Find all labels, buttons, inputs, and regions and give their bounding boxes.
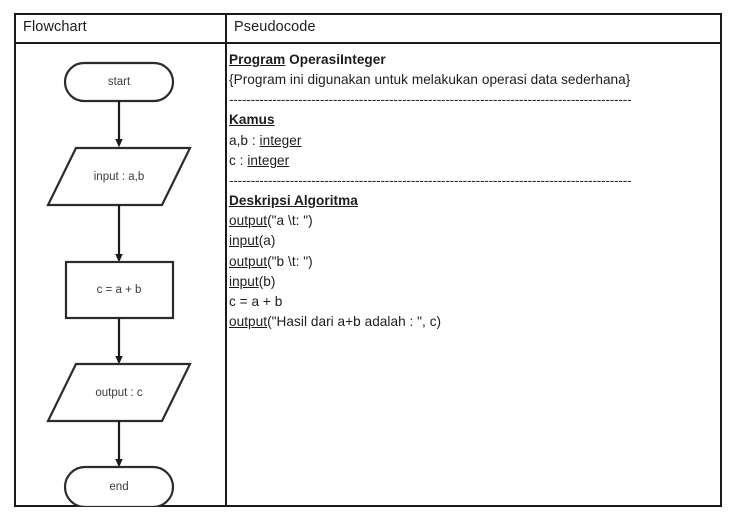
kamus-line-c-type: integer (247, 152, 290, 168)
column-header-flowchart: Flowchart (23, 19, 87, 35)
deskripsi-line-2-rest: (a) (258, 233, 276, 249)
kamus-line-c-names: c : (229, 152, 248, 168)
node-output-shape (46, 362, 192, 423)
deskripsi-line-1-keyword: output (229, 213, 268, 229)
kamus-line-ab: a,b : integer (229, 131, 709, 151)
program-name: OperasiInteger (289, 52, 386, 67)
node-input-shape (46, 146, 192, 207)
deskripsi-line-1: output("a \t: ") (229, 211, 709, 231)
column-divider (225, 15, 227, 505)
kamus-line-ab-names: a,b : (229, 132, 260, 148)
deskripsi-heading: Deskripsi Algoritma (229, 193, 358, 209)
node-start-label: start (107, 76, 131, 88)
deskripsi-line-3-rest: ("b \t: ") (267, 253, 313, 269)
program-keyword: Program (229, 52, 286, 67)
deskripsi-line-4: input(b) (229, 272, 709, 292)
deskripsi-line-5: c = a + b (229, 292, 709, 312)
deskripsi-line-6-keyword: output (229, 314, 268, 330)
flowchart-diagram: start input : a,b c = a + b output : c e… (14, 41, 223, 507)
separator-rule-2: ----------------------------------------… (229, 173, 632, 189)
separator-rule-1: ----------------------------------------… (229, 92, 632, 108)
node-output-label: output : c (95, 387, 143, 399)
node-end-label: end (109, 481, 129, 493)
node-input-label: input : a,b (93, 171, 145, 183)
header-row-divider (16, 42, 720, 44)
deskripsi-line-1-rest: ("a \t: ") (267, 213, 313, 229)
deskripsi-line-6-rest: ("Hasil dari a+b adalah : ", c) (267, 314, 442, 330)
flowchart-shapes (46, 61, 192, 507)
deskripsi-line-2: input(a) (229, 231, 709, 251)
node-end-shape (63, 465, 175, 507)
pseudocode-block: Program OperasiInteger {Program ini digu… (229, 50, 709, 332)
deskripsi-line-3-keyword: output (229, 253, 268, 269)
deskripsi-line-2-keyword: input (229, 233, 259, 249)
program-comment: {Program ini digunakan untuk melakukan o… (229, 72, 631, 88)
column-header-pseudocode: Pseudocode (234, 19, 316, 35)
kamus-heading: Kamus (229, 112, 275, 128)
deskripsi-line-4-rest: (b) (258, 273, 276, 289)
deskripsi-line-3: output("b \t: ") (229, 252, 709, 272)
node-process-label: c = a + b (96, 284, 142, 296)
kamus-line-c: c : integer (229, 151, 709, 171)
program-declaration-line: Program OperasiInteger (229, 50, 709, 70)
deskripsi-line-4-keyword: input (229, 273, 259, 289)
deskripsi-line-5-rest: c = a + b (229, 294, 283, 310)
deskripsi-line-6: output("Hasil dari a+b adalah : ", c) (229, 312, 709, 332)
kamus-line-ab-type: integer (259, 132, 302, 148)
